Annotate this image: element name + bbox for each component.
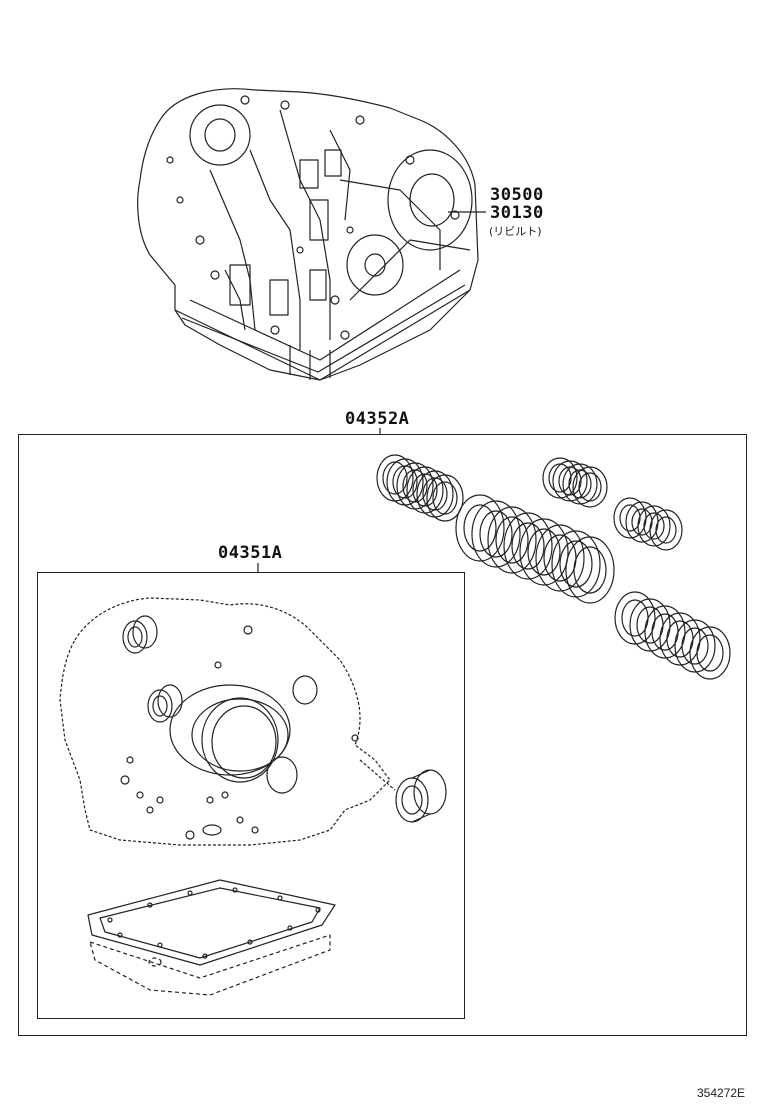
seal-ring-large <box>201 697 298 794</box>
assembly-part-number-2: 30130 <box>490 203 544 223</box>
inner-kit-part-number: 04351A <box>218 543 283 563</box>
clutch-pack-4 <box>455 494 615 604</box>
assembly-rebuilt-note: (リビルト) <box>489 225 542 238</box>
gasket-holes <box>120 625 359 840</box>
clutch-pack-2 <box>542 457 608 508</box>
oil-seal-1 <box>122 615 158 654</box>
outer-kit-box <box>18 434 747 1036</box>
assembly-part-number-1: 30500 <box>490 185 544 205</box>
transmission-assembly-drawing <box>137 88 479 381</box>
inner-kit-box <box>37 572 465 1019</box>
case-gasket <box>59 597 391 846</box>
oil-seal-2 <box>147 684 183 723</box>
clutch-pack-3 <box>613 497 683 551</box>
outer-kit-part-number: 04352A <box>345 409 410 429</box>
figure-id: 354272E <box>697 1086 746 1100</box>
clutch-pack-1 <box>376 454 464 522</box>
oil-seal-3 <box>395 769 447 823</box>
clutch-pack-5 <box>614 591 731 680</box>
oil-pan-outline <box>89 934 331 996</box>
oil-pan-gasket <box>87 879 336 966</box>
